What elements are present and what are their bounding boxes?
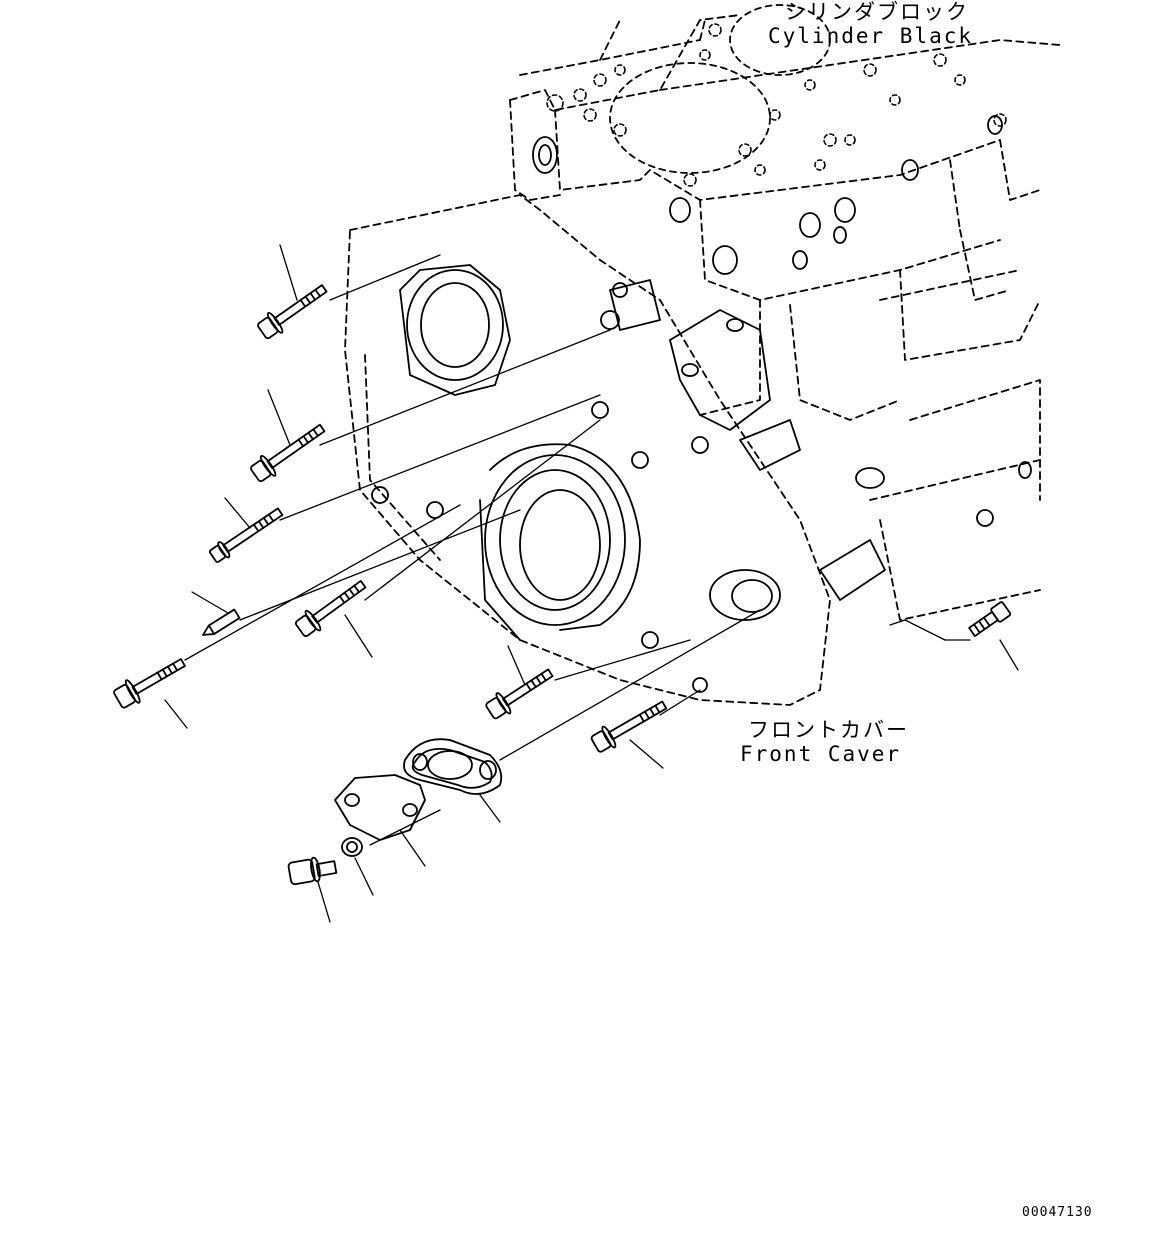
- cover-plate: [334, 774, 426, 841]
- cylinder-block: [509, 14, 1061, 621]
- block-deck-holes: [546, 23, 1007, 187]
- front-cover-label-en: Front Caver: [740, 742, 902, 766]
- callout-leaders: [164, 244, 1019, 923]
- washer: [341, 837, 363, 857]
- cylinder-block-label-en: Cylinder Black: [768, 24, 974, 48]
- cylinder-block-label-jp: シリンダブロック: [785, 0, 969, 24]
- front-cover: [344, 194, 886, 706]
- block-bosses: [532, 115, 1032, 527]
- leader-lines: [184, 254, 971, 846]
- gasket: [403, 738, 503, 795]
- bolts: [113, 284, 1012, 886]
- front-cover-label-jp: フロントカバー: [748, 718, 909, 742]
- cylinder-bore: [609, 62, 771, 174]
- document-number: 00047130: [1022, 1205, 1093, 1220]
